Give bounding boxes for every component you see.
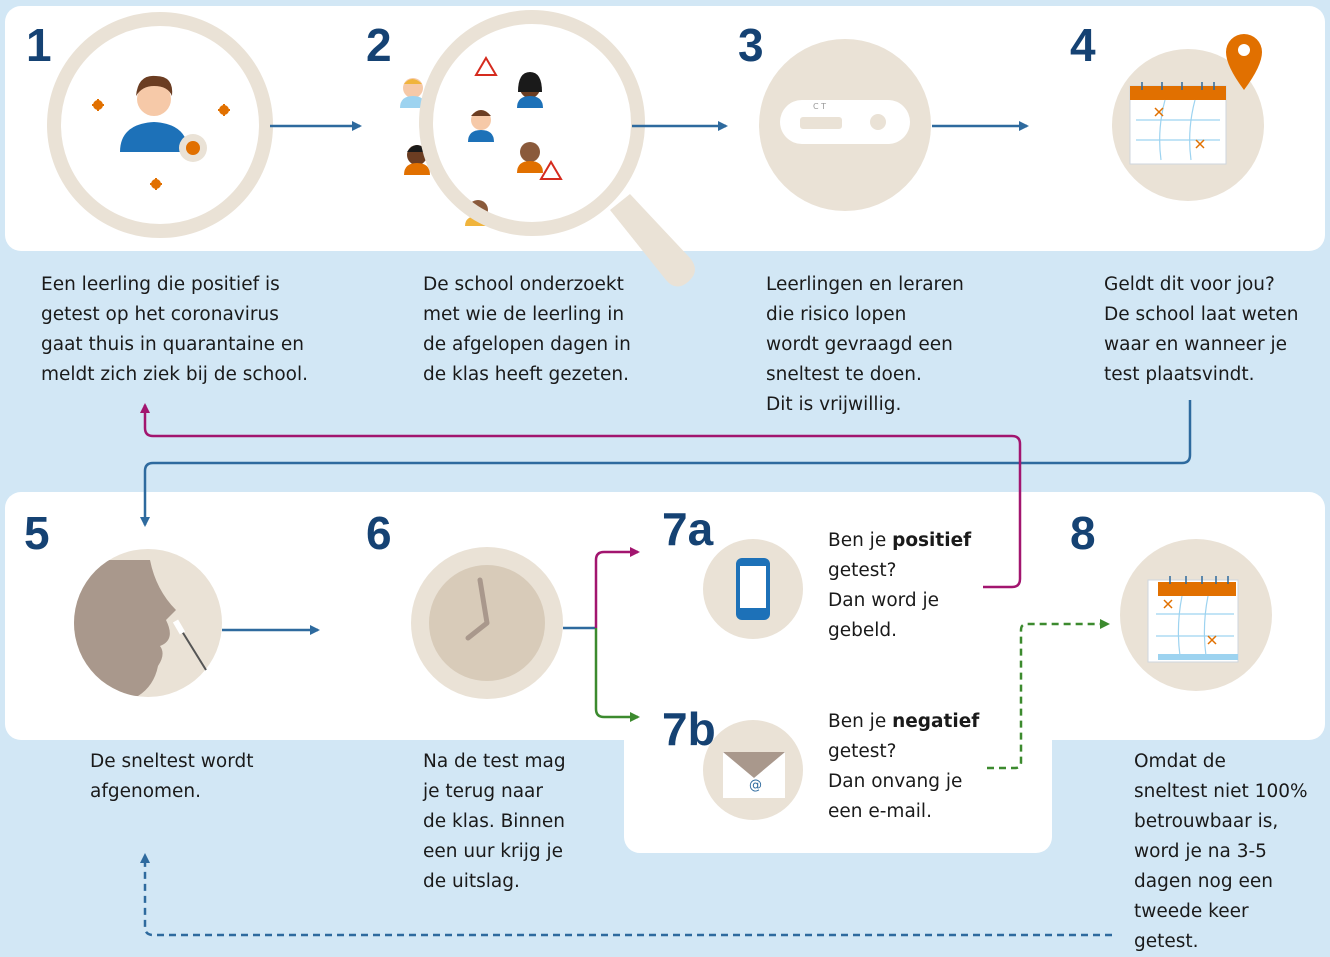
infected-student-icon	[47, 12, 273, 238]
email-symbol: @	[749, 778, 762, 793]
positive-loop-arrow	[140, 403, 1022, 589]
step-number-3: 3	[738, 19, 764, 71]
step-6-caption: Na de test mag je terug naar de klas. Bi…	[423, 751, 566, 892]
step-7a-caption: Ben je positief getest? Dan word je gebe…	[828, 526, 971, 646]
step-7b-prefix: Ben je	[828, 711, 893, 732]
step-3-caption: Leerlingen en leraren die risico lopen w…	[766, 274, 964, 415]
step-5-caption: De sneltest wordt afgenomen.	[90, 751, 254, 802]
step-7b-rest: getest? Dan onvang je een e-mail.	[828, 741, 963, 822]
calendar-icon	[1120, 539, 1272, 691]
step-number-7b: 7b	[662, 703, 716, 755]
clock-icon	[411, 547, 563, 699]
negative-retest-arrow	[987, 619, 1110, 770]
step-number-4: 4	[1070, 19, 1096, 71]
step-number-6: 6	[366, 507, 392, 559]
result-panel	[624, 700, 1052, 853]
step-number-2: 2	[366, 19, 392, 71]
step-4-caption: Geldt dit voor jou? De school laat weten…	[1104, 274, 1299, 385]
step-number-8: 8	[1070, 507, 1096, 559]
swab-face-icon	[74, 549, 222, 697]
negative-branch-arrow	[594, 628, 640, 722]
step-7a-prefix: Ben je	[828, 530, 893, 551]
retest-loop-arrow	[140, 853, 1112, 937]
step-7b-caption: Ben je negatief getest? Dan onvang je ee…	[828, 707, 979, 827]
calendar-pin-icon	[1112, 34, 1264, 201]
magnifier-classmates-icon	[400, 10, 695, 287]
step-1-caption: Een leerling die positief is getest op h…	[41, 274, 308, 385]
positive-branch-arrow	[594, 547, 640, 628]
test-kit-marks: C T	[813, 102, 826, 111]
positive-label: positief	[892, 530, 972, 551]
envelope-icon: @	[703, 720, 803, 820]
step-8-caption: Omdat de sneltest niet 100% betrouwbaar …	[1134, 751, 1308, 952]
phone-icon	[703, 539, 803, 639]
connector-4-5	[140, 400, 1192, 527]
bottom-panel	[5, 492, 1325, 740]
step-number-7a: 7a	[662, 503, 714, 555]
rapid-test-kit-icon: C T	[759, 39, 931, 211]
step-2-caption: De school onderzoekt met wie de leerling…	[423, 274, 631, 385]
step-number-5: 5	[24, 507, 50, 559]
step-number-1: 1	[26, 19, 52, 71]
negative-label: negatief	[892, 711, 980, 732]
step-7a-rest: getest? Dan word je gebeld.	[828, 560, 940, 641]
